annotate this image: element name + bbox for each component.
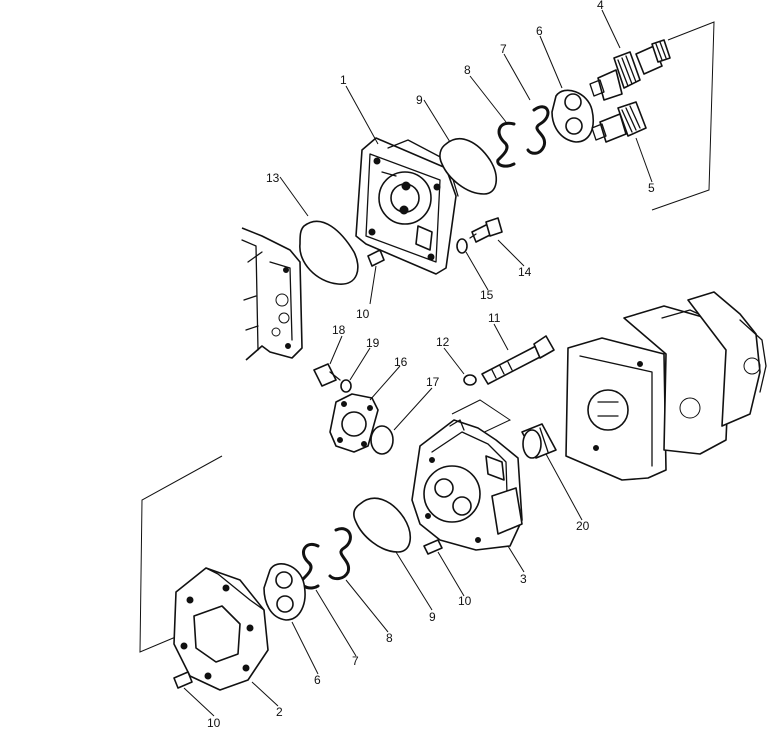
dowel-pin-10-bottom [173, 671, 193, 689]
backup-ring-8-bottom [328, 527, 352, 581]
callout-10-middle: 10 [458, 594, 472, 608]
bushing-plate-6-bottom [263, 563, 306, 621]
callout-8-top: 8 [464, 63, 471, 77]
gear-housing-2 [173, 567, 269, 691]
pump-body-left-partial [241, 227, 303, 361]
assembly-bracket-bottom [139, 455, 223, 653]
bolt-18 [313, 363, 341, 387]
gasket-9-bottom [353, 497, 411, 553]
assembly-bracket-top [651, 21, 715, 211]
seal-ring-7-top [526, 105, 550, 155]
callout-2: 2 [276, 705, 283, 719]
dowel-pin-10-middle [423, 539, 443, 555]
callout-10-bottom: 10 [207, 716, 221, 729]
callout-labels: 1 2 3 4 5 6 6 7 7 8 8 9 9 10 10 10 11 12… [207, 0, 655, 729]
callout-7-top: 7 [500, 42, 507, 56]
callout-4: 4 [597, 0, 604, 12]
washer-12 [463, 374, 477, 386]
callout-6-top: 6 [536, 24, 543, 38]
callout-13: 13 [266, 171, 280, 185]
callout-11: 11 [488, 311, 501, 325]
needle-bearing-20 [521, 423, 557, 459]
dowel-pin-10-top [367, 249, 385, 267]
washer-15 [456, 238, 468, 254]
drive-gear-shaft-4 [589, 39, 671, 101]
callout-16: 16 [394, 355, 408, 369]
callout-9-top: 9 [416, 93, 423, 107]
callout-19: 19 [366, 336, 380, 350]
callout-10-top: 10 [356, 307, 370, 321]
cover-plate-1 [355, 137, 459, 275]
leader-lines [183, 9, 653, 717]
seal-ring-7-bottom [300, 543, 320, 590]
callout-17: 17 [426, 375, 440, 389]
callout-1: 1 [340, 73, 347, 87]
long-bolt-11 [481, 335, 555, 385]
callout-3: 3 [520, 572, 527, 586]
o-ring-17 [370, 425, 394, 455]
bushing-plate-6-top [551, 89, 594, 143]
callout-15: 15 [480, 288, 494, 302]
callout-18: 18 [332, 323, 346, 337]
flange-16 [329, 393, 379, 453]
callout-14: 14 [518, 265, 532, 279]
callout-6-bottom: 6 [314, 673, 321, 687]
washer-19 [340, 379, 352, 393]
callout-20: 20 [576, 519, 590, 533]
callout-12: 12 [436, 335, 450, 349]
gasket-13 [299, 220, 359, 285]
driven-gear-5 [591, 101, 647, 143]
pump-body-3 [411, 399, 523, 551]
bolt-14 [469, 217, 503, 243]
pump-body-right [565, 291, 767, 481]
callout-9-bottom: 9 [429, 610, 436, 624]
backup-ring-8-top [496, 121, 516, 168]
gasket-9-top [439, 138, 497, 195]
callout-8-bottom: 8 [386, 631, 393, 645]
callout-7-bottom: 7 [352, 654, 359, 668]
callout-5: 5 [648, 181, 655, 195]
